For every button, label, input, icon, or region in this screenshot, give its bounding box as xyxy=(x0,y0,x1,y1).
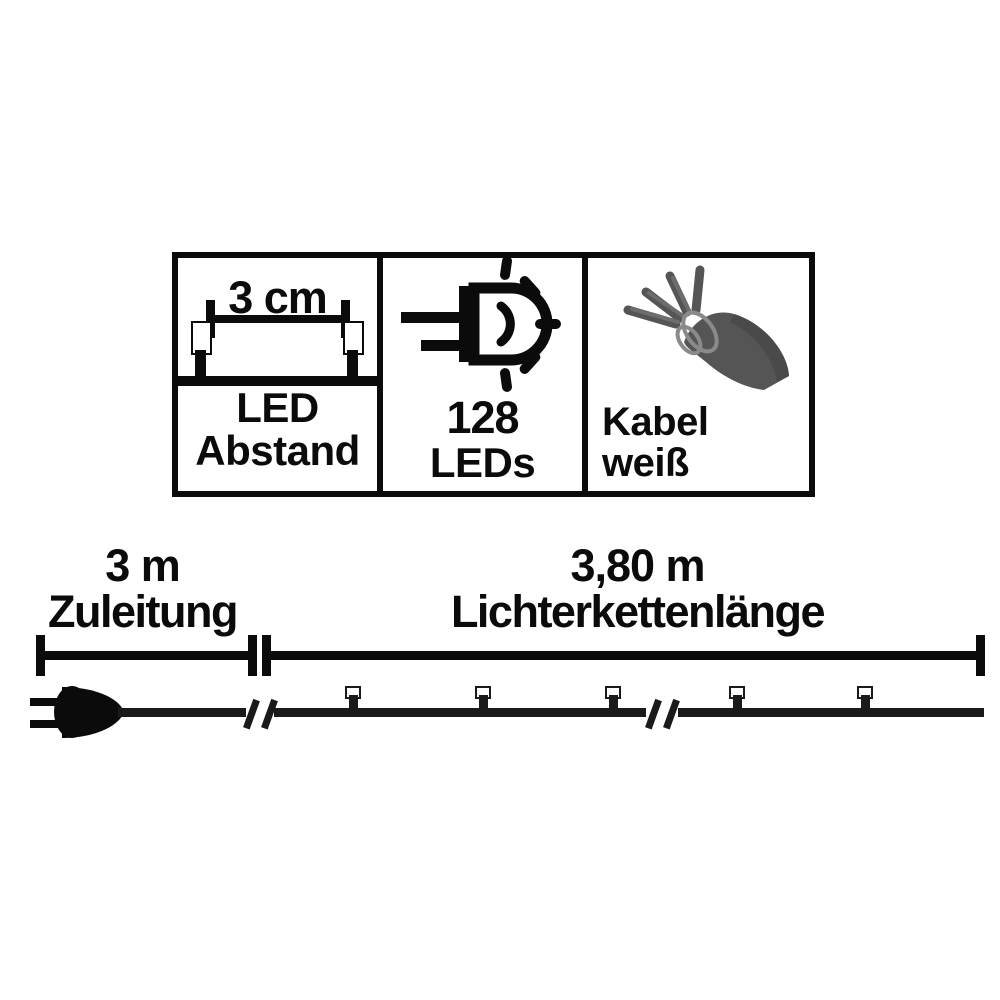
led-spacing-value: 3 cm xyxy=(228,272,328,323)
cable-caption: Kabel weiß xyxy=(588,402,809,484)
led-spacing-caption: LED Abstand xyxy=(195,384,360,474)
cable-break-mark-1 xyxy=(243,698,278,730)
string-cable-line-b xyxy=(678,708,984,717)
lead-measure-rule xyxy=(36,635,257,676)
string-led-bulb xyxy=(475,686,491,713)
led-spacing-icon xyxy=(178,300,383,386)
string-length-value: 3,80 m xyxy=(570,540,705,591)
light-chain-drawing xyxy=(30,635,985,738)
string-measure-rule xyxy=(262,635,985,676)
string-led-bulb xyxy=(605,686,621,713)
string-led-bulb xyxy=(857,686,873,713)
string-led-bulb xyxy=(729,686,745,713)
spec-panel-led-count: 128 LEDs xyxy=(383,256,588,491)
lead-length-name: Zuleitung xyxy=(48,586,238,637)
lead-length-value: 3 m xyxy=(105,540,181,591)
power-plug-icon xyxy=(30,686,124,738)
led-spacing-caption-line1: LED xyxy=(236,384,319,431)
lead-cable-line xyxy=(118,708,246,717)
string-led-bulb xyxy=(345,686,361,713)
cable-break-mark-2 xyxy=(645,698,680,730)
cable-graphic xyxy=(588,258,809,398)
spec-panel-cable: Kabel weiß xyxy=(588,258,809,491)
string-led-bulbs xyxy=(345,686,873,713)
cable-caption-line2: weiß xyxy=(602,440,689,485)
led-count-graphic xyxy=(383,256,582,395)
dimension-diagram: 3 m Zuleitung 3,80 m Lichterkettenlänge xyxy=(0,535,1000,765)
product-spec-box: 3 cm LED Abstand xyxy=(172,252,815,497)
led-count-caption: LEDs xyxy=(429,439,536,486)
string-cable-line-a xyxy=(274,708,646,717)
led-spacing-graphic: 3 cm xyxy=(178,258,383,393)
string-length-name: Lichterkettenlänge xyxy=(450,586,826,637)
lead-length-label: 3 m Zuleitung xyxy=(10,543,275,634)
cable-bundle-icon xyxy=(623,265,789,390)
led-bulb-icon xyxy=(401,256,561,392)
string-length-label: 3,80 m Lichterkettenlänge xyxy=(275,543,1000,634)
led-spacing-caption-line2: Abstand xyxy=(195,426,360,474)
cable-caption-line1: Kabel xyxy=(602,400,709,444)
led-count-value: 128 xyxy=(446,392,519,443)
spec-panel-led-spacing: 3 cm LED Abstand xyxy=(178,258,383,491)
